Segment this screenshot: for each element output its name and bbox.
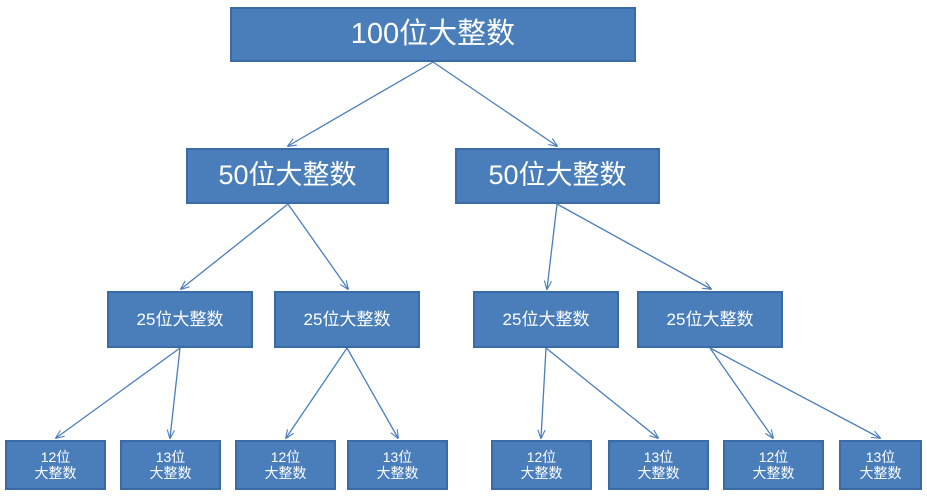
node-label: 25位大整数 [303,309,391,329]
edge-n25c-to-l6 [545,347,658,438]
node-label: 13位 大整数 [637,448,680,481]
node-label: 13位 大整数 [859,448,902,481]
node-label: 100位大整数 [350,17,516,50]
node-n25d[interactable]: 25位大整数 [637,291,783,348]
node-label: 50位大整数 [488,160,627,191]
node-n25c[interactable]: 25位大整数 [473,291,619,348]
node-n25b[interactable]: 25位大整数 [274,291,420,348]
edge-n25a-to-l1 [56,347,181,438]
node-label: 12位 大整数 [520,448,563,481]
node-l2[interactable]: 13位 大整数 [120,440,221,490]
edge-n50b-to-n25d [556,203,711,289]
edge-n25d-to-l8 [709,347,880,438]
node-l6[interactable]: 13位 大整数 [608,440,709,490]
edge-n100-to-n50b [432,61,557,146]
node-label: 13位 大整数 [376,448,419,481]
node-label: 25位大整数 [666,309,754,329]
edge-n25d-to-l7 [709,347,773,438]
node-label: 25位大整数 [136,309,224,329]
node-l5[interactable]: 12位 大整数 [491,440,592,490]
node-l4[interactable]: 13位 大整数 [347,440,448,490]
node-label: 12位 大整数 [264,448,307,481]
edge-n100-to-n50a [288,61,434,146]
node-l7[interactable]: 12位 大整数 [723,440,824,490]
node-l8[interactable]: 13位 大整数 [839,440,922,490]
edge-n50b-to-n25c [547,203,558,289]
node-n100[interactable]: 100位大整数 [230,7,636,62]
edge-n25a-to-l2 [170,347,181,438]
edge-n25b-to-l4 [346,347,398,438]
edge-n50a-to-n25a [181,203,289,289]
node-label: 12位 大整数 [34,448,77,481]
node-n50a[interactable]: 50位大整数 [186,148,389,204]
node-n25a[interactable]: 25位大整数 [107,291,253,348]
node-label: 13位 大整数 [149,448,192,481]
edge-n50a-to-n25b [287,203,348,289]
node-l1[interactable]: 12位 大整数 [5,440,106,490]
node-label: 50位大整数 [218,160,357,191]
edge-n25b-to-l3 [286,347,348,438]
node-label: 12位 大整数 [752,448,795,481]
edge-n25c-to-l5 [541,347,547,438]
node-n50b[interactable]: 50位大整数 [455,148,660,204]
node-l3[interactable]: 12位 大整数 [235,440,336,490]
node-label: 25位大整数 [502,309,590,329]
